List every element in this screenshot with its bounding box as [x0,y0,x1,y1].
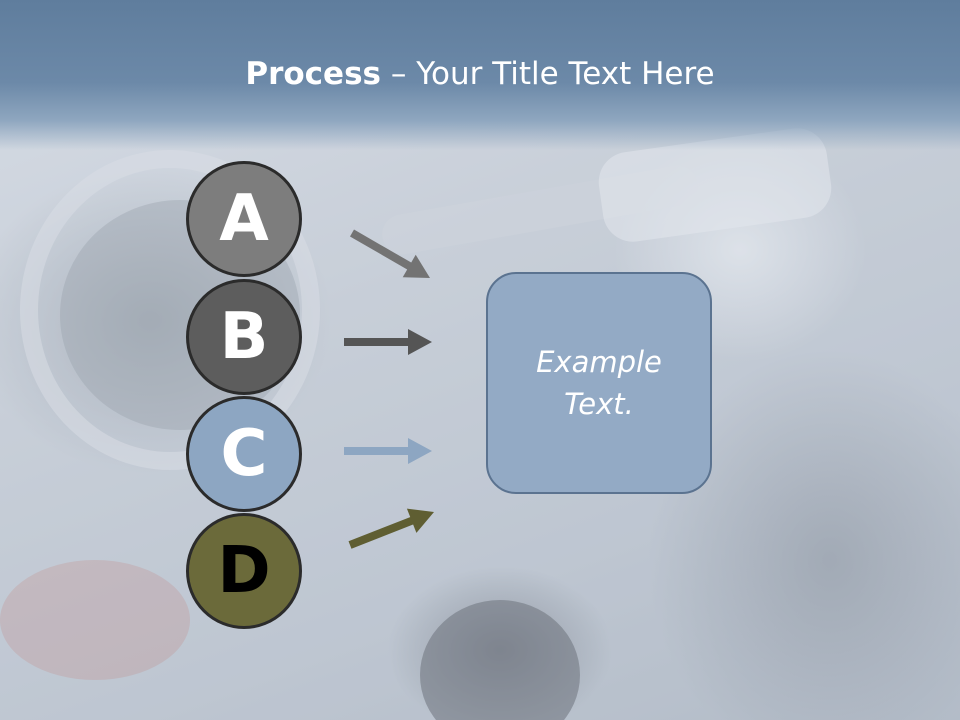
arrow-b [344,329,432,355]
step-letter-c: C [220,417,268,491]
slide-title[interactable]: Process – Your Title Text Here [0,52,960,96]
fuel-cap [420,600,580,720]
arrow-c-head [408,438,432,464]
arrow-b-head [408,329,432,355]
arrow-c [344,438,432,464]
step-circle-d[interactable]: D [186,513,302,629]
step-letter-d: D [217,534,271,608]
title-rest-text: – Your Title Text Here [381,56,715,92]
step-circle-c[interactable]: C [186,396,302,512]
step-letter-a: A [219,182,269,256]
example-text-line-2: Text. [564,387,634,421]
background-red-tint [0,560,190,680]
step-circle-b[interactable]: B [186,279,302,395]
example-text-line-1: Example [536,345,662,379]
example-text-label: Example Text. [504,341,694,425]
arrow-d-shaft [348,516,415,549]
arrow-d [348,508,434,549]
arrow-d-head [406,508,434,533]
title-bold-text: Process [245,56,381,92]
title-band [0,0,960,150]
arrow-a [350,229,430,278]
example-text-box[interactable]: Example Text. [486,272,712,494]
step-circle-a[interactable]: A [186,161,302,277]
arrow-a-head [402,254,430,278]
step-letter-b: B [219,300,269,374]
arrow-a-shaft [350,229,413,271]
